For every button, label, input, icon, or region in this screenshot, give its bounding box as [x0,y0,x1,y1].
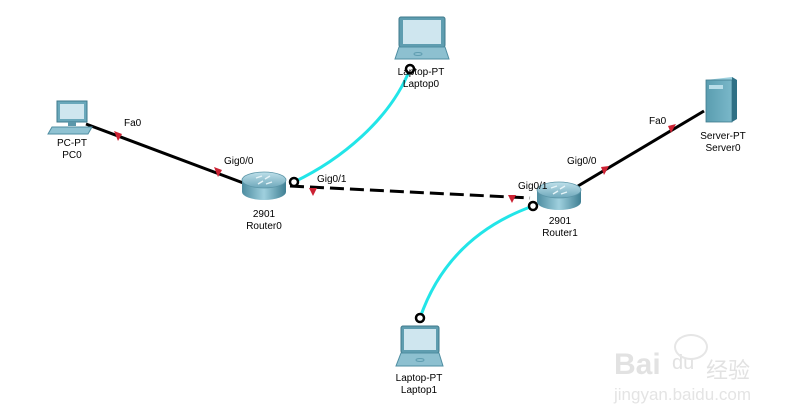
server0-label: Server-PT Server0 [692,131,754,155]
port-label-router1-gig01: Gig0/1 [518,181,548,192]
console-connector-router1 [527,200,539,212]
paw-icon [674,334,708,360]
status-triangle-r0-gig00 [214,167,222,177]
laptop-icon[interactable] [395,325,444,367]
link-router1-server0[interactable] [577,109,705,188]
router1-model: 2901 [548,216,572,227]
laptop1-model: Laptop-PT [395,373,443,384]
pc-icon[interactable] [47,100,93,135]
port-label-router0-gig00: Gig0/0 [224,156,254,167]
laptop0-model: Laptop-PT [397,67,445,78]
console-connector-laptop0 [404,63,416,75]
pc0-label: PC-PT PC0 [42,138,102,162]
status-triangle-r1-gig00 [601,166,609,175]
router-icon[interactable] [241,171,287,200]
watermark-brand: Bai [614,348,661,381]
watermark-cn: 经验 [706,358,751,383]
router1-name: Router1 [542,228,578,239]
watermark-url: jingyan.baidu.com [614,385,752,404]
links [85,68,705,319]
laptop0-name: Laptop0 [402,79,440,90]
port-label-server0-fa0: Fa0 [649,116,667,127]
link-router1-laptop1[interactable] [418,204,534,319]
console-connectors [288,63,539,324]
link-router0-router1[interactable] [289,184,531,200]
status-triangle-srv-fa0 [668,124,676,133]
link-router0-laptop0[interactable] [293,68,412,184]
link-status-markers [114,124,676,203]
link-pc0-router0[interactable] [85,122,247,186]
router-icon[interactable] [536,181,582,210]
laptop1-name: Laptop1 [400,385,438,396]
console-connector-router0 [288,176,300,188]
status-triangle-pc0-fa0 [114,131,122,141]
pc0-name: PC0 [62,150,82,161]
status-triangle-r0-gig01 [309,188,317,196]
server0-model: Server-PT [700,131,746,142]
router0-name: Router0 [246,221,282,232]
laptop-icon[interactable] [394,16,450,60]
server-icon[interactable] [705,77,737,123]
server0-name: Server0 [705,143,741,154]
laptop0-label: Laptop-PT Laptop0 [384,67,458,91]
router1-label: 2901 Router1 [532,216,588,240]
console-connector-laptop1 [414,312,426,324]
port-label-router1-gig00: Gig0/0 [567,156,597,167]
laptop1-label: Laptop-PT Laptop1 [382,373,456,397]
pc0-model: PC-PT [57,138,87,149]
router0-model: 2901 [252,209,276,220]
port-label-router0-gig01: Gig0/1 [317,174,347,185]
port-label-pc0-fa0: Fa0 [124,118,142,129]
router0-label: 2901 Router0 [236,209,292,233]
status-triangle-r1-gig01 [508,195,516,203]
